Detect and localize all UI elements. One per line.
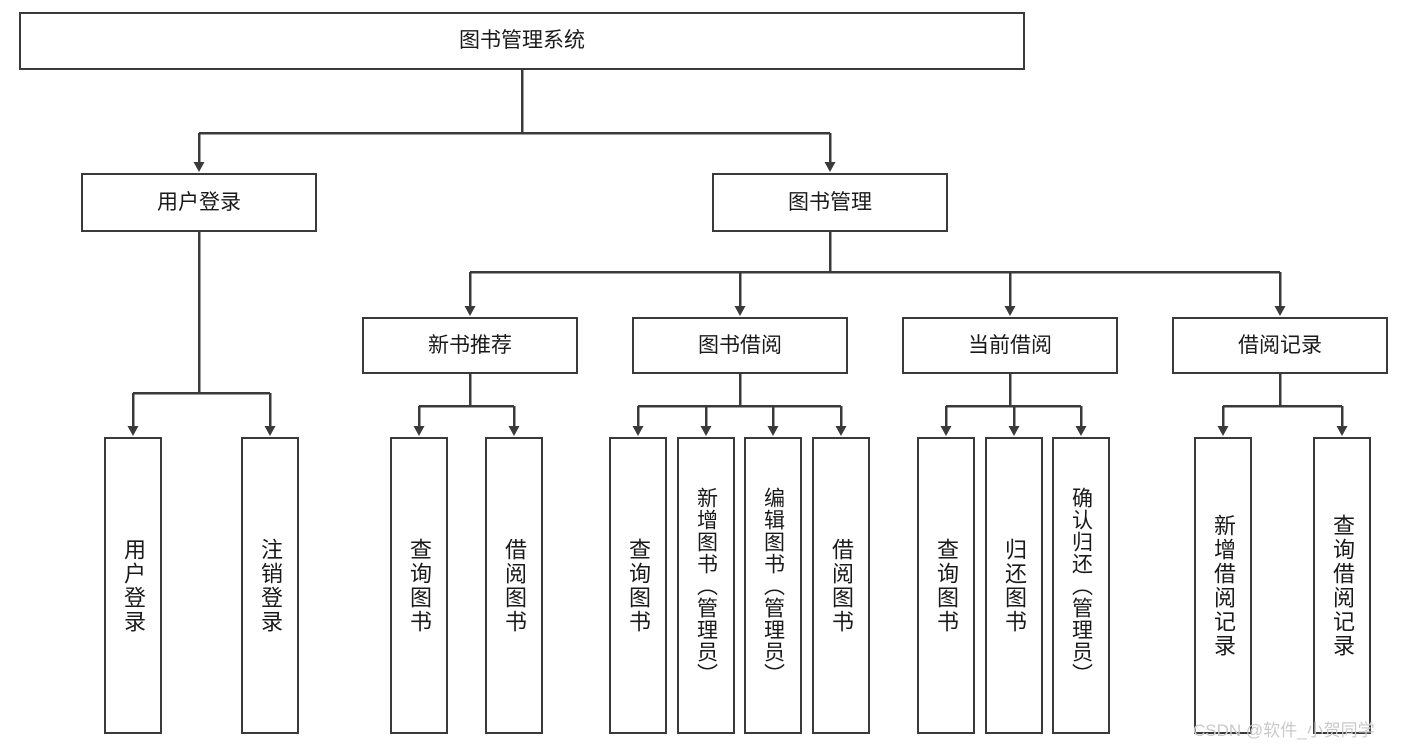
node-label: 查询图书 — [934, 537, 959, 634]
node-label: 图书管理 — [788, 190, 872, 214]
connector-lines — [127, 70, 1348, 436]
node-label: 新增图书（管理员） — [694, 486, 718, 685]
node-leaf-logout[interactable]: 注销登录 — [241, 437, 299, 734]
node-label: 查询图书 — [626, 537, 651, 634]
node-leaf-return-book[interactable]: 归还图书 — [985, 437, 1043, 734]
node-leaf-query-book-borrow[interactable]: 查询图书 — [609, 437, 667, 734]
node-label: 用户登录 — [121, 537, 146, 634]
node-label: 注销登录 — [258, 537, 283, 634]
node-leaf-borrow-book-rec[interactable]: 借阅图书 — [485, 437, 543, 734]
node-new-book-rec[interactable]: 新书推荐 — [362, 317, 578, 374]
node-root[interactable]: 图书管理系统 — [19, 12, 1025, 70]
node-label: 图书管理系统 — [459, 29, 585, 53]
node-label: 确认归还（管理员） — [1069, 486, 1093, 685]
node-user-login[interactable]: 用户登录 — [81, 173, 317, 232]
node-book-manage[interactable]: 图书管理 — [712, 173, 948, 232]
node-label: 查询借阅记录 — [1330, 513, 1355, 658]
node-label: 用户登录 — [157, 190, 241, 214]
node-leaf-confirm-return[interactable]: 确认归还（管理员） — [1052, 437, 1110, 734]
node-label: 归还图书 — [1002, 537, 1027, 634]
node-current-borrow[interactable]: 当前借阅 — [902, 317, 1118, 374]
node-leaf-add-book[interactable]: 新增图书（管理员） — [677, 437, 735, 734]
node-label: 借阅图书 — [502, 537, 527, 634]
node-leaf-borrow-book[interactable]: 借阅图书 — [812, 437, 870, 734]
node-leaf-edit-book[interactable]: 编辑图书（管理员） — [744, 437, 802, 734]
node-leaf-query-record[interactable]: 查询借阅记录 — [1313, 437, 1371, 734]
node-leaf-add-record[interactable]: 新增借阅记录 — [1194, 437, 1252, 734]
node-label: 借阅图书 — [829, 537, 854, 634]
node-label: 查询图书 — [407, 537, 432, 634]
node-label: 借阅记录 — [1238, 333, 1322, 357]
node-label: 新书推荐 — [428, 333, 512, 357]
node-leaf-query-book-rec[interactable]: 查询图书 — [390, 437, 448, 734]
node-leaf-query-book-current[interactable]: 查询图书 — [917, 437, 975, 734]
node-label: 编辑图书（管理员） — [761, 486, 785, 685]
node-book-borrow[interactable]: 图书借阅 — [632, 317, 848, 374]
node-borrow-record[interactable]: 借阅记录 — [1172, 317, 1388, 374]
node-label: 图书借阅 — [698, 333, 782, 357]
node-leaf-user-login[interactable]: 用户登录 — [104, 437, 162, 734]
node-label: 新增借阅记录 — [1211, 513, 1236, 658]
node-label: 当前借阅 — [968, 333, 1052, 357]
